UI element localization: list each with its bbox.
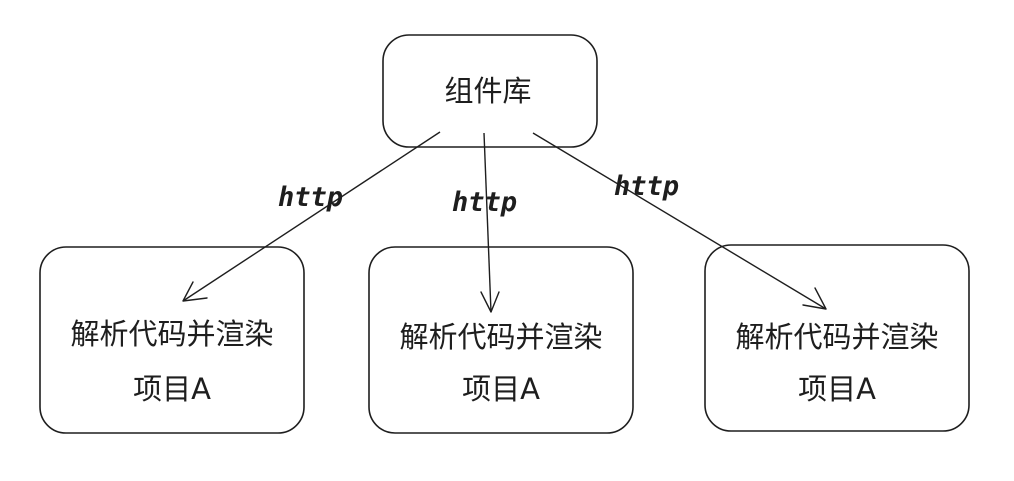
edge-http-2: http — [452, 132, 517, 313]
node-project-3[interactable]: 解析代码并渲染 项目A — [704, 244, 970, 432]
node-component-library[interactable]: 组件库 — [382, 34, 598, 148]
node-project-2-box — [368, 246, 634, 434]
edge-http-3-line — [532, 132, 827, 310]
edge-http-1: http — [182, 131, 441, 302]
node-component-library-box — [382, 34, 598, 148]
node-project-2-line2: 项目A — [462, 372, 540, 406]
node-project-3-line2: 项目A — [798, 372, 876, 406]
edge-http-2-line — [483, 132, 492, 313]
node-project-3-line1: 解析代码并渲染 — [735, 320, 938, 354]
edge-http-3-label: http — [614, 171, 679, 202]
node-project-1-box — [39, 246, 305, 434]
edge-http-2-label: http — [452, 187, 517, 218]
edge-http-1-arrowhead — [182, 281, 208, 302]
node-project-1-line1: 解析代码并渲染 — [70, 317, 273, 351]
node-project-2-line1: 解析代码并渲染 — [399, 320, 602, 354]
node-project-3-box — [704, 244, 970, 432]
node-project-1-line2: 项目A — [133, 372, 211, 406]
node-project-1[interactable]: 解析代码并渲染 项目A — [39, 246, 305, 434]
edge-http-1-line — [182, 131, 441, 302]
edge-http-2-arrowhead — [480, 291, 500, 313]
edge-http-3: http — [532, 132, 827, 310]
node-project-2[interactable]: 解析代码并渲染 项目A — [368, 246, 634, 434]
node-component-library-label: 组件库 — [444, 74, 531, 108]
edge-http-1-label: http — [278, 182, 343, 213]
edge-http-3-arrowhead — [802, 287, 827, 310]
